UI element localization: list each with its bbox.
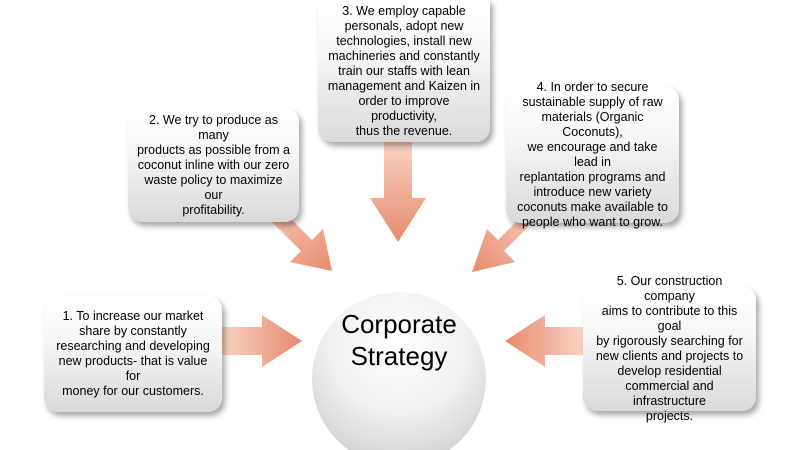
arrow-from-goal-3 [370, 142, 426, 242]
center-circle [312, 292, 486, 450]
arrow-from-goal-5 [505, 315, 583, 367]
goal-text-5: 5. Our construction company aims to cont… [595, 273, 744, 423]
goal-text-2: 2. We try to produce as many products as… [137, 112, 290, 217]
center-title-line-2: Strategy [350, 341, 448, 371]
goal-text-1: 1. To increase our market share by const… [56, 309, 210, 398]
goal-box-4: 4. In order to secure sustainable supply… [506, 80, 679, 229]
center-title: Corporate Strategy [312, 308, 486, 372]
goal-box-5: 5. Our construction company aims to cont… [583, 274, 756, 423]
goal-text-4: 4. In order to secure sustainable supply… [517, 79, 668, 229]
goal-box-1: 1. To increase our market share by const… [44, 296, 222, 412]
arrow-from-goal-1 [222, 315, 302, 367]
goal-box-2: 2. We try to produce as many products as… [128, 108, 299, 222]
goal-text-3: 3. We employ capable personals, adopt ne… [327, 3, 481, 138]
goal-box-3: 3. We employ capable personals, adopt ne… [318, 0, 490, 142]
center-title-line-1: Corporate [341, 309, 457, 339]
